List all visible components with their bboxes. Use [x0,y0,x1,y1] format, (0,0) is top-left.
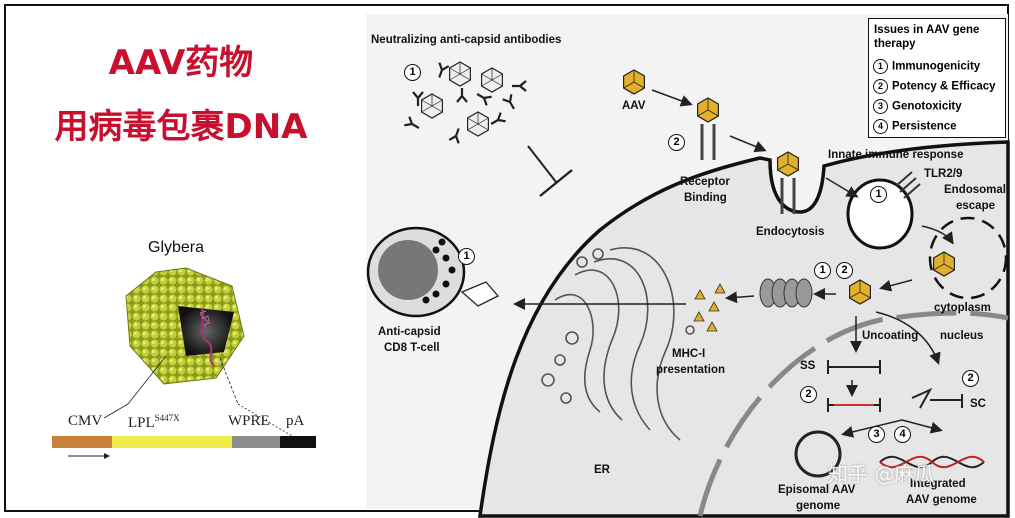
label-tcell-2: CD8 T-cell [384,342,440,354]
label-endocytosis: Endocytosis [756,226,825,238]
label-lpl: LPLS447X [128,413,180,431]
watermark: 知乎 @麻瓜 [828,462,935,486]
label-neutralizing: Neutralizing anti-capsid antibodies [371,34,562,46]
marker-1-tlr: 1 [870,186,887,203]
label-uncoating: Uncoating [862,330,919,342]
label-wpre: WPRE [228,413,270,429]
escape-vesicle [928,216,1008,300]
title-line-2: 用病毒包裹DNA [54,107,308,147]
label-pa: pA [286,413,305,429]
marker-4-genome: 4 [894,426,911,443]
marker-2-proteasome: 2 [836,262,853,279]
nucleus-envelope [697,310,1009,517]
left-panel: AAV药物 用病毒包裹DNA Glybera LPL CMV LP [6,6,356,510]
segment-cmv [52,436,112,448]
label-nucleus: nucleus [940,330,984,342]
dna-strand [200,307,215,367]
product-name: Glybera [148,239,205,256]
label-aav: AAV [622,100,646,112]
endosome [846,178,914,250]
marker-2-sc: 2 [962,370,979,387]
label-sc: SC [970,398,986,410]
dna-forms [794,360,985,478]
label-endosomal-2: escape [956,200,996,212]
peptides [693,283,726,332]
er-golgi [541,247,695,441]
marker-2-receptor: 2 [668,134,685,151]
neutralized-capsids [403,61,528,145]
marker-1-antibodies: 1 [404,64,421,81]
label-cmv: CMV [68,413,103,429]
segment-wpre [232,436,280,448]
label-episomal-1: Episomal AAV [778,484,856,496]
marker-2-ss: 2 [800,386,817,403]
label-episomal-2: genome [796,500,841,512]
marker-1-proteasome: 1 [814,262,831,279]
label-ss: SS [800,360,816,372]
marker-3-genome: 3 [868,426,885,443]
title-line-1: AAV药物 [108,43,254,83]
label-mhc-1: MHC-I [672,348,706,360]
label-tlr: TLR2/9 [924,168,963,180]
segment-pa [280,436,316,448]
label-integrated-2: AAV genome [906,494,977,506]
glybera-illustration [52,267,316,459]
proteasome [759,278,813,308]
marker-1-tcell: 1 [458,248,475,265]
label-mhc-2: presentation [656,364,726,376]
label-er: ER [594,464,610,476]
capsid-cutaway [178,306,234,356]
label-integrated-1: Integrated [910,478,966,490]
label-cytoplasm: cytoplasm [934,302,991,314]
label-receptor-1: Receptor [680,176,730,188]
label-receptor-2: Binding [684,192,727,204]
label-endosomal-1: Endosomal [944,184,1006,196]
segment-lpl [112,436,232,448]
label-innate: Innate immune response [828,149,964,161]
legend-heading: Issues in AAV gene therapy [874,24,980,50]
label-tcell-1: Anti-capsid [378,326,441,338]
